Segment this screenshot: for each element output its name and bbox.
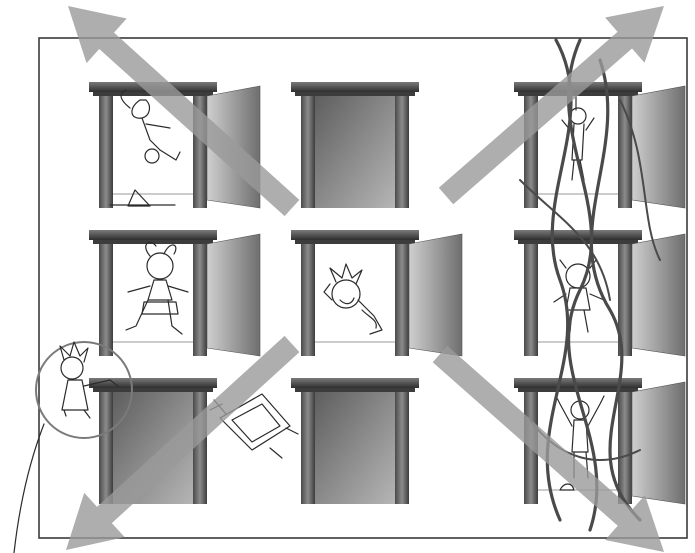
door-lintel-shadow <box>295 388 415 392</box>
open-door-panel <box>632 86 685 208</box>
door-post-right <box>193 244 207 356</box>
door-post-left <box>301 96 315 208</box>
door-lintel-shadow <box>295 92 415 96</box>
door-lintel-shadow <box>93 388 213 392</box>
closed-door-panel <box>315 96 395 208</box>
door-post-right <box>618 392 632 504</box>
door-post-left <box>524 244 538 356</box>
door-r2c1 <box>89 230 260 356</box>
closed-door-panel <box>315 392 395 504</box>
door-lintel <box>89 378 217 388</box>
door-r1c2 <box>291 82 419 208</box>
door-lintel <box>514 378 642 388</box>
door-post-right <box>395 96 409 208</box>
open-door-panel <box>409 234 462 356</box>
door-lintel <box>291 230 419 240</box>
door-r3c2 <box>291 378 419 504</box>
door-post-right <box>395 244 409 356</box>
door-r2c2 <box>291 230 462 356</box>
door-post-left <box>301 392 315 504</box>
door-post-right <box>395 392 409 504</box>
door-lintel-shadow <box>295 240 415 244</box>
door-post-left <box>99 96 113 208</box>
door-post-left <box>99 244 113 356</box>
door-lintel <box>291 82 419 92</box>
door-post-left <box>301 244 315 356</box>
open-door-panel <box>632 382 685 504</box>
open-door-panel <box>632 234 685 356</box>
door-lintel <box>89 230 217 240</box>
door-lintel <box>291 378 419 388</box>
door-post-left <box>99 392 113 504</box>
door-lintel-shadow <box>518 240 638 244</box>
open-door-panel <box>207 234 260 356</box>
doorway-opening <box>315 244 395 356</box>
